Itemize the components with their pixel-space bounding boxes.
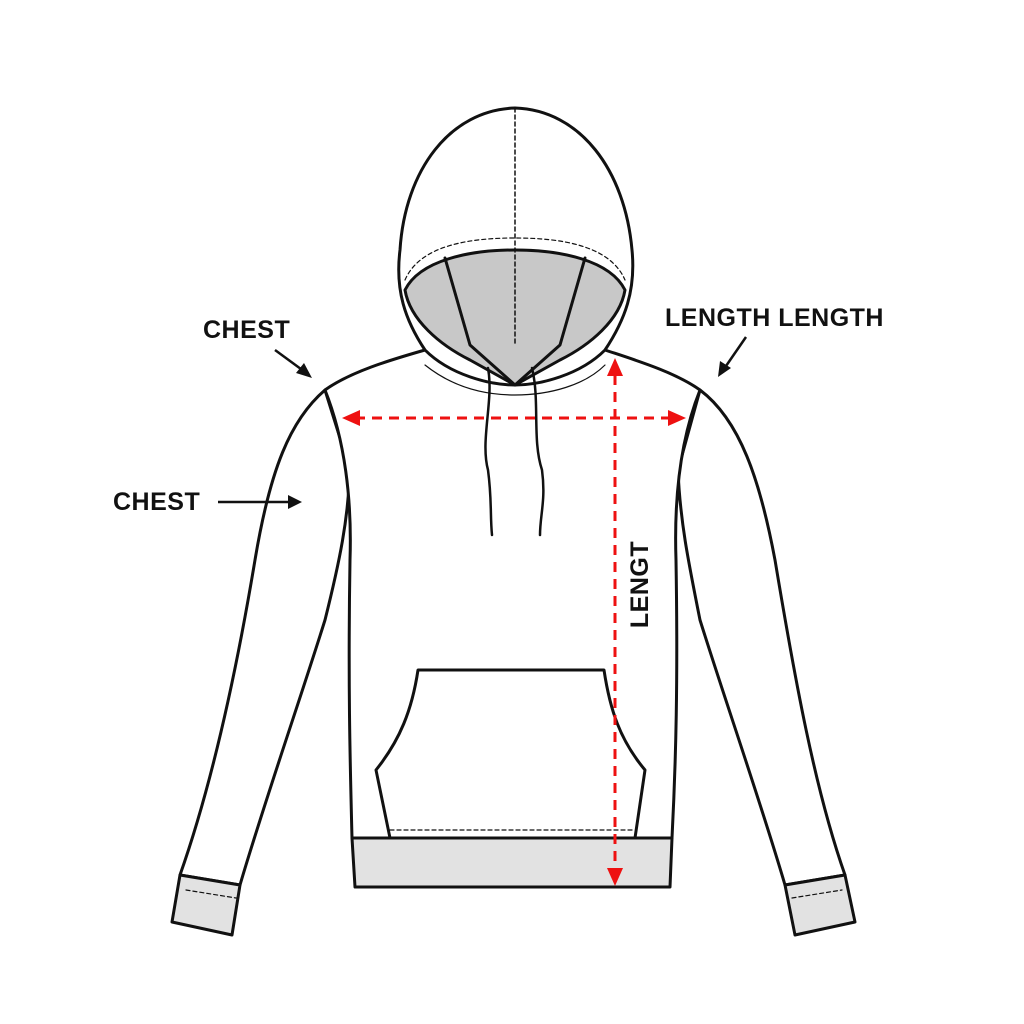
- right-cuff: [783, 873, 857, 937]
- drawstring-right: [530, 366, 545, 537]
- waistband: [350, 836, 674, 889]
- arrow-icon: [296, 363, 312, 378]
- drawstring-left: [484, 366, 494, 537]
- arrowhead-icon: [342, 410, 360, 426]
- left-sleeve: [178, 388, 352, 887]
- chest-label-top: CHEST: [203, 316, 291, 344]
- chest-label-left: CHEST: [113, 488, 201, 516]
- left-cuff: [170, 873, 242, 937]
- pointer-arrows: [218, 336, 748, 509]
- arrow-icon: [718, 361, 731, 377]
- arrowhead-icon: [668, 410, 686, 426]
- length-label-vertical: LENGT: [626, 540, 655, 629]
- right-sleeve: [676, 388, 847, 887]
- kangaroo-pocket: [374, 668, 647, 840]
- arrow-icon: [288, 495, 302, 509]
- arrowhead-icon: [607, 868, 623, 886]
- arrowhead-icon: [607, 358, 623, 376]
- length-label-top-right: LENGTH LENGTH: [665, 304, 884, 332]
